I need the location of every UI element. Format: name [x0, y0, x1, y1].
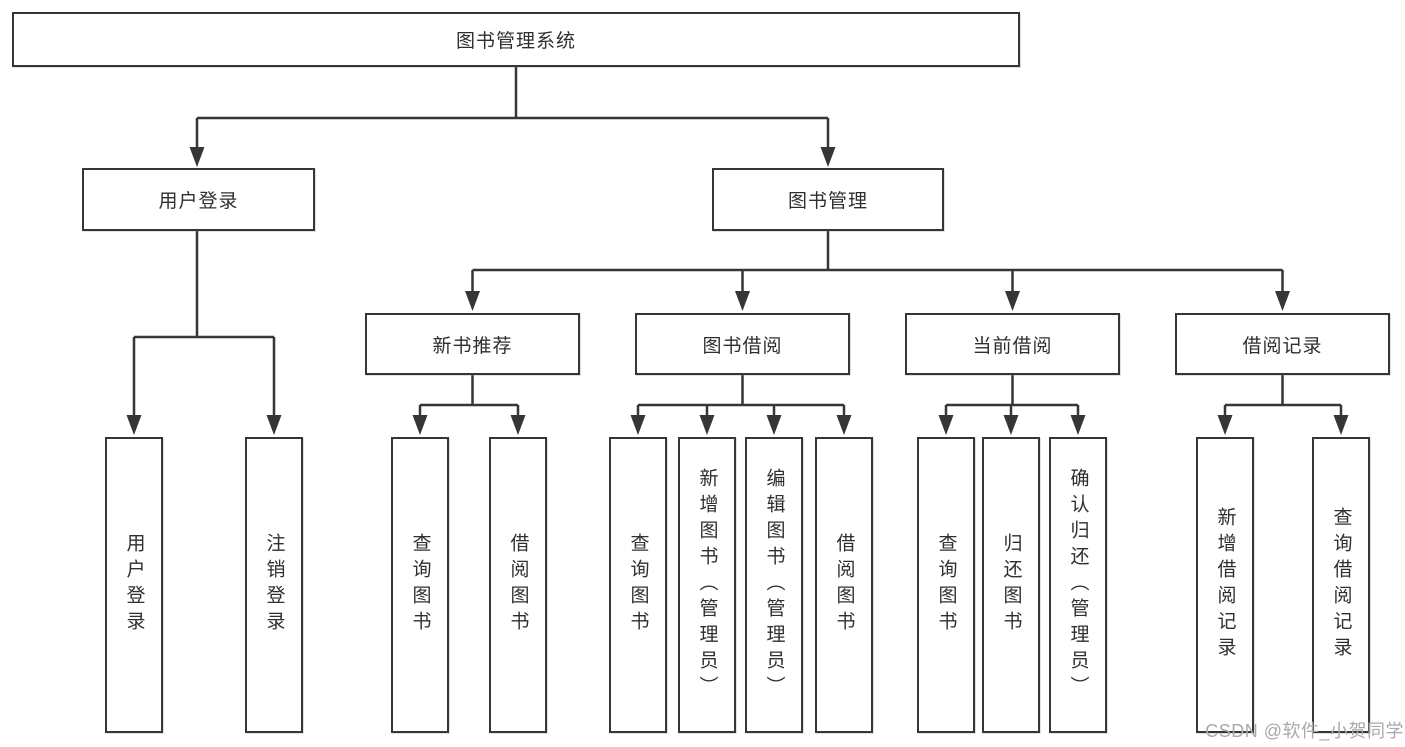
node-borrow-records: 借阅记录 — [1175, 313, 1390, 375]
node-book-borrowing-label: 图书借阅 — [702, 335, 783, 357]
node-root-system: 图书管理系统 — [12, 12, 1020, 67]
node-book-management-group-label: 图书管理 — [787, 191, 868, 212]
node-leaf-return-books: 归还图书 — [982, 437, 1040, 733]
node-new-book-recommend-label: 新书推荐 — [432, 335, 513, 357]
node-leaf-add-borrow-record: 新增借阅记录 — [1196, 437, 1254, 733]
node-user-login-group: 用户登录 — [82, 168, 315, 231]
node-leaf-user-login: 用户登录 — [105, 437, 163, 733]
node-book-borrowing: 图书借阅 — [635, 313, 850, 375]
node-leaf-recommend-query-books-label: 查询图书 — [409, 533, 431, 637]
node-current-borrowing: 当前借阅 — [905, 313, 1120, 375]
node-leaf-logout: 注销登录 — [245, 437, 303, 733]
node-leaf-confirm-return-admin: 确认归还（管理员） — [1049, 437, 1107, 733]
node-leaf-recommend-borrow-books: 借阅图书 — [489, 437, 547, 733]
node-leaf-add-books-admin: 新增图书（管理员） — [678, 437, 736, 733]
node-leaf-recommend-query-books: 查询图书 — [391, 437, 449, 733]
node-leaf-confirm-return-admin-label: 确认归还（管理员） — [1067, 468, 1089, 702]
node-leaf-query-borrow-record: 查询借阅记录 — [1312, 437, 1370, 733]
node-book-management-group: 图书管理 — [712, 168, 944, 231]
arrowhead-icons — [126, 147, 1349, 435]
node-leaf-current-query-books: 查询图书 — [917, 437, 975, 733]
node-leaf-edit-books-admin: 编辑图书（管理员） — [745, 437, 803, 733]
node-user-login-group-label: 用户登录 — [158, 191, 239, 212]
node-leaf-borrowing-borrow-books: 借阅图书 — [815, 437, 873, 733]
node-leaf-user-login-label: 用户登录 — [123, 533, 145, 637]
node-current-borrowing-label: 当前借阅 — [972, 335, 1053, 357]
node-leaf-logout-label: 注销登录 — [263, 533, 285, 637]
node-leaf-add-borrow-record-label: 新增借阅记录 — [1214, 507, 1236, 663]
node-leaf-query-borrow-record-label: 查询借阅记录 — [1330, 507, 1352, 663]
node-new-book-recommend: 新书推荐 — [365, 313, 580, 375]
node-borrow-records-label: 借阅记录 — [1242, 335, 1323, 357]
node-leaf-current-query-books-label: 查询图书 — [935, 533, 957, 637]
node-leaf-recommend-borrow-books-label: 借阅图书 — [507, 533, 529, 637]
node-leaf-add-books-admin-label: 新增图书（管理员） — [696, 468, 718, 702]
node-leaf-borrowing-borrow-books-label: 借阅图书 — [833, 533, 855, 637]
node-leaf-borrowing-query-books-label: 查询图书 — [627, 533, 649, 637]
node-leaf-return-books-label: 归还图书 — [1000, 533, 1022, 637]
node-leaf-borrowing-query-books: 查询图书 — [609, 437, 667, 733]
node-root-label: 图书管理系统 — [455, 31, 576, 52]
csdn-watermark: CSDN @软件_小贺同学 — [1205, 721, 1404, 741]
node-leaf-edit-books-admin-label: 编辑图书（管理员） — [763, 468, 785, 702]
